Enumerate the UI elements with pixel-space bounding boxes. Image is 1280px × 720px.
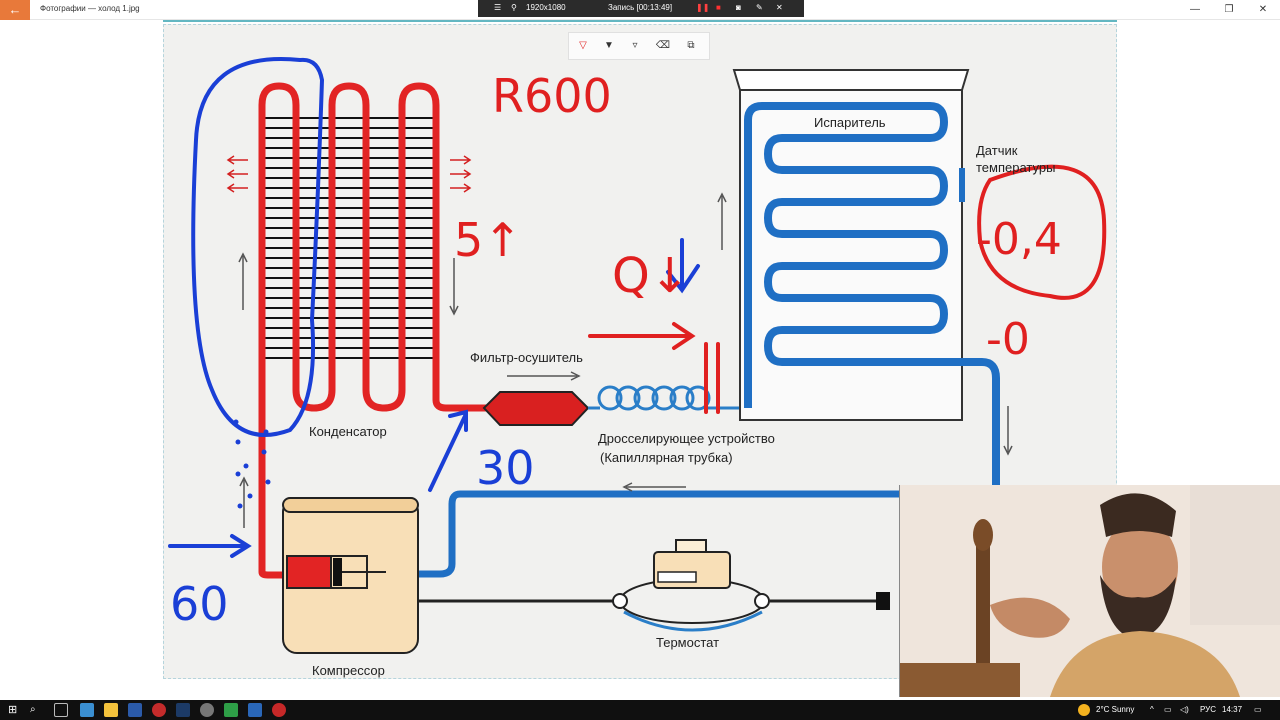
label-evaporator: Испаритель — [814, 115, 886, 130]
label-condenser: Конденсатор — [309, 424, 387, 439]
heat-arrows — [226, 155, 472, 193]
pencil-icon[interactable]: ▼ — [604, 40, 614, 51]
clock[interactable]: 14:37 — [1222, 705, 1243, 714]
language-indicator[interactable]: РУС — [1200, 705, 1217, 714]
blue-ink-dots — [233, 419, 271, 509]
handwritten-heat-q: Q↓ — [612, 248, 690, 304]
ballpoint-pen-icon[interactable]: ▽ — [579, 40, 587, 51]
arrow-left-icon: ← — [8, 2, 22, 17]
weather-text[interactable]: 2°C Sunny — [1096, 705, 1135, 714]
photos-app-icon[interactable] — [248, 703, 262, 717]
network-icon[interactable]: ▭ — [1164, 705, 1172, 714]
handwritten-temp-30: 30 — [476, 441, 535, 495]
app-icon-store[interactable] — [128, 703, 142, 717]
label-compressor: Компрессор — [312, 663, 385, 678]
minimize-button[interactable]: — — [1190, 4, 1200, 15]
pause-icon[interactable]: ❚❚ — [696, 3, 710, 12]
highlighter-icon[interactable]: ▿ — [632, 40, 638, 51]
recorder-resolution: 1920x1080 — [526, 3, 566, 12]
weather-sun-icon[interactable] — [1078, 704, 1090, 716]
capillary-tube — [588, 385, 748, 411]
temperature-sensor — [959, 168, 965, 202]
presenter-video — [900, 485, 1280, 697]
handwritten-refrigerant: R600 — [492, 69, 612, 123]
taskbar: ⊞ ⌕ 2°C Sunny ^ ▭ ◁) РУС 14:37 ▭ — [0, 700, 1280, 720]
filter-drier — [482, 391, 590, 426]
discharge-line — [258, 570, 290, 579]
pen-icon[interactable]: ✎ — [756, 3, 763, 12]
app-icon-green[interactable] — [224, 703, 238, 717]
back-button[interactable]: ← — [0, 0, 30, 20]
menu-icon[interactable]: ☰ — [494, 3, 502, 12]
task-view-icon[interactable] — [54, 703, 68, 717]
maximize-button[interactable]: ❐ — [1224, 4, 1234, 15]
close-button[interactable]: ✕ — [1258, 4, 1268, 15]
webcam-overlay — [899, 485, 1280, 697]
eraser-icon[interactable]: ⌫ — [655, 40, 671, 51]
notifications-icon[interactable]: ▭ — [1254, 705, 1262, 714]
label-temperature-sensor: Датчик температуры — [976, 143, 1056, 175]
label-filter-drier: Фильтр-осушитель — [470, 350, 583, 365]
crop-icon[interactable]: ⧉ — [687, 40, 695, 51]
handwritten-temp-60: 60 — [170, 577, 229, 631]
app-icon-settings[interactable] — [200, 703, 214, 717]
label-thermostat: Термостат — [656, 635, 720, 650]
label-throttle-device: Дросселирующее устройство — [598, 431, 775, 446]
power-line — [418, 592, 890, 610]
flow-arrows — [238, 192, 1013, 528]
close-recorder-icon[interactable]: ✕ — [776, 3, 783, 12]
pin-icon[interactable]: ⚲ — [511, 3, 517, 12]
folder-icon[interactable] — [104, 703, 118, 717]
stop-icon[interactable]: ■ — [716, 3, 721, 12]
photoshop-icon[interactable] — [176, 703, 190, 717]
thermostat — [612, 539, 770, 632]
app-icon-chrome[interactable] — [152, 703, 166, 717]
compressor — [282, 497, 419, 654]
refrigeration-cycle-diagram: R600 5↑ Q↓ -0,4 -0 30 60 — [168, 57, 1107, 654]
image-top-border — [163, 20, 1117, 22]
handwritten-pressure-high: 5↑ — [454, 213, 522, 267]
window-title: Фотографии — холод 1.jpg — [40, 4, 140, 13]
volume-icon[interactable]: ◁) — [1180, 705, 1189, 714]
label-capillary-tube: (Капиллярная трубка) — [600, 450, 733, 465]
recorder-bar: ☰ ⚲ 1920x1080 Запись [00:13:49] ❚❚ ■ ◙ ✎… — [478, 0, 804, 17]
windows-start-icon[interactable]: ⊞ — [8, 704, 18, 716]
recorder-app-icon[interactable] — [272, 703, 286, 717]
search-icon[interactable]: ⌕ — [30, 704, 36, 715]
condenser-coil — [258, 82, 488, 572]
app-icon-browser[interactable] — [80, 703, 94, 717]
tray-chevron-icon[interactable]: ^ — [1150, 705, 1154, 714]
condenser-fins — [262, 117, 438, 359]
handwritten-pressure-low: -0,4 — [976, 214, 1062, 265]
camera-icon[interactable]: ◙ — [736, 3, 741, 12]
red-ink-annotations — [588, 164, 1107, 414]
blue-ink-annotations — [168, 57, 700, 558]
evaporator-coil — [744, 102, 1000, 490]
handwritten-zero: -0 — [986, 314, 1030, 365]
recorder-status: Запись [00:13:49] — [608, 3, 673, 12]
suction-line — [418, 488, 1000, 578]
ink-toolbar: ▽ ▼ ▿ ⌫ ⧉ — [568, 32, 710, 60]
